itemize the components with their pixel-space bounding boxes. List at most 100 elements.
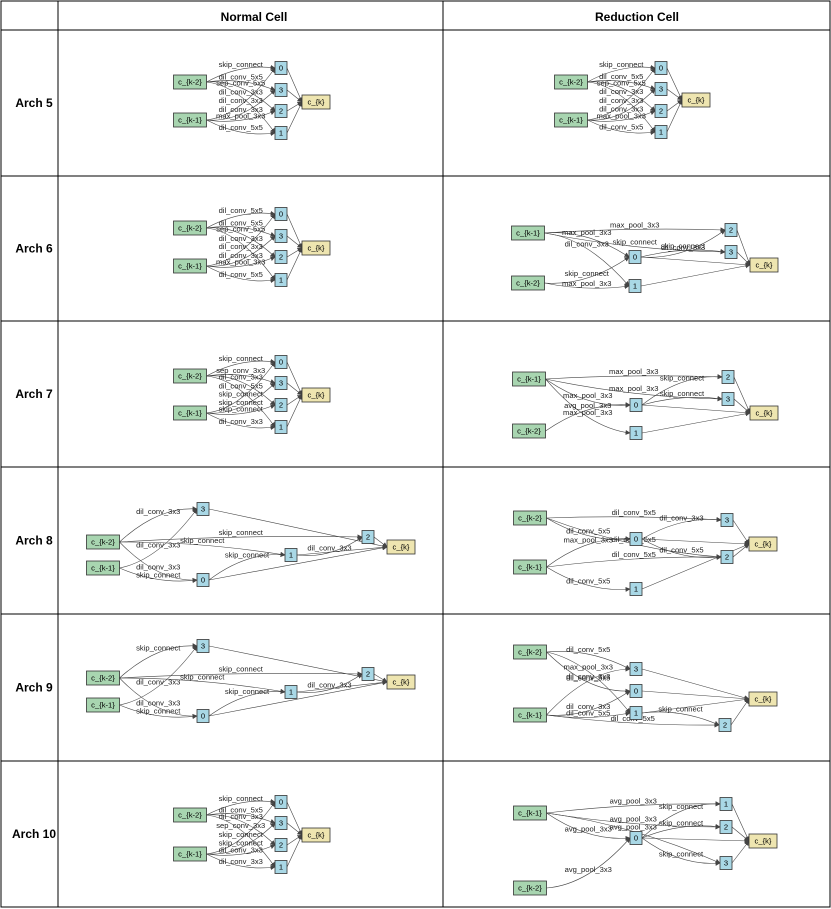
edge-2-to-ck xyxy=(286,834,303,846)
node-0: 0 xyxy=(196,709,210,723)
edge-label: skip_connect xyxy=(565,269,610,278)
node-1: 1 xyxy=(629,706,643,720)
edge-label: max_pool_3x3 xyxy=(562,279,611,288)
edge-label: skip_connect xyxy=(659,802,704,811)
edge-label: dil_conv_5x5 xyxy=(599,72,643,81)
edge-ck-1-to-0 xyxy=(545,378,631,408)
reduction-cell-header: Reduction Cell xyxy=(595,10,679,24)
edge-ck-1-to-0 xyxy=(206,361,276,414)
node-1: 1 xyxy=(654,125,668,139)
svg-text:3: 3 xyxy=(201,505,205,514)
node-2: 2 xyxy=(274,838,288,852)
edge-label: max_pool_3x3 xyxy=(609,384,658,393)
edge-label: skip_connect xyxy=(661,242,706,251)
edge-0-to-ck xyxy=(641,690,750,702)
svg-text:c_{k}: c_{k} xyxy=(688,96,705,105)
edge-0-to-ck xyxy=(641,538,750,547)
node-0: 0 xyxy=(629,831,643,845)
svg-text:0: 0 xyxy=(201,712,205,721)
edge-ck-1-to-3 xyxy=(206,822,276,855)
edge-label: sep_conv_5x5 xyxy=(597,79,646,88)
edge-label: dil_conv_5x5 xyxy=(219,270,263,279)
edge-label: dil_conv_3x3 xyxy=(219,234,263,243)
edge-label: max_pool_3x3 xyxy=(597,111,646,120)
node-1: 1 xyxy=(274,126,288,140)
node-ck: c_{k} xyxy=(681,92,711,108)
edge-label: skip_connect xyxy=(136,644,181,653)
row-label-arch-9: Arch 9 xyxy=(15,681,53,695)
node-ck-1: c_{k-1} xyxy=(513,707,547,723)
node-2: 2 xyxy=(274,250,288,264)
edge-label: skip_connect xyxy=(659,818,704,827)
svg-text:1: 1 xyxy=(289,551,293,560)
node-1: 1 xyxy=(274,860,288,874)
edge-0-to-1 xyxy=(208,689,286,717)
node-ck-2: c_{k-2} xyxy=(512,423,546,439)
edge-ck-1-to-1 xyxy=(206,265,276,284)
edge-ck-2-to-0 xyxy=(206,358,276,377)
edge-label: dil_conv_5x5 xyxy=(219,218,263,227)
svg-text:1: 1 xyxy=(634,709,638,718)
node-ck-2: c_{k-2} xyxy=(86,534,120,550)
node-3: 3 xyxy=(629,662,643,676)
edge-0-to-1 xyxy=(641,801,721,839)
node-0: 0 xyxy=(654,61,668,75)
edge-label: dil_conv_5x5 xyxy=(219,72,263,81)
node-2: 2 xyxy=(361,667,375,681)
edge-label: avg_pool_3x3 xyxy=(564,401,611,410)
edge-label: skip_connect xyxy=(136,707,181,716)
svg-text:1: 1 xyxy=(279,129,283,138)
edge-0-to-ck xyxy=(666,67,683,101)
edge-3-to-ck xyxy=(733,398,751,414)
edge-label: dil_conv_3x3 xyxy=(219,96,263,105)
edge-label: dil_conv_3x3 xyxy=(219,812,263,821)
edge-label: max_pool_3x3 xyxy=(563,391,612,400)
edge-3-to-ck xyxy=(286,382,303,396)
edge-ck-1-to-0 xyxy=(587,67,656,121)
svg-text:c_{k-2}: c_{k-2} xyxy=(178,811,202,820)
edge-ck-1-to-3 xyxy=(206,89,276,121)
svg-text:c_{k-1}: c_{k-1} xyxy=(518,563,542,572)
edge-label: dil_conv_3x3 xyxy=(661,243,705,252)
edge-label: dil_conv_5x5 xyxy=(566,645,610,654)
node-ck: c_{k} xyxy=(748,536,778,552)
edge-label: skip_connect xyxy=(613,238,658,247)
node-3: 3 xyxy=(274,376,288,390)
edge-2-to-ck xyxy=(666,99,683,112)
normal-cell-header: Normal Cell xyxy=(221,10,288,24)
edge-label: avg_pool_3x3 xyxy=(610,822,657,831)
edge-0-to-3 xyxy=(641,395,723,406)
arch-6-reduction-cell: max_pool_3x3skip_connectmax_pool_3x3dil_… xyxy=(511,220,779,293)
svg-text:c_{k-1}: c_{k-1} xyxy=(178,850,202,859)
svg-text:1: 1 xyxy=(279,423,283,432)
edge-ck-1-to-0 xyxy=(546,536,631,568)
edge-0-to-3 xyxy=(641,837,721,866)
node-ck: c_{k} xyxy=(749,405,779,421)
edge-ck-2-to-0 xyxy=(206,798,276,816)
edge-label: dil_conv_3x3 xyxy=(219,105,263,114)
edge-3-to-ck xyxy=(286,822,303,836)
edge-ck-1-to-1 xyxy=(545,378,631,435)
svg-text:3: 3 xyxy=(279,232,283,241)
edge-2-to-ck xyxy=(736,229,751,266)
edge-ck-2-to-3 xyxy=(206,813,276,824)
node-ck: c_{k} xyxy=(301,94,331,110)
node-1: 1 xyxy=(628,279,642,293)
svg-text:c_{k-2}: c_{k-2} xyxy=(517,427,541,436)
edge-ck-2-to-0 xyxy=(206,64,276,83)
svg-text:c_{k}: c_{k} xyxy=(308,98,325,107)
svg-text:2: 2 xyxy=(723,721,727,730)
edge-ck-1-to-0 xyxy=(544,232,630,258)
svg-text:c_{k-2}: c_{k-2} xyxy=(516,279,540,288)
node-ck-2: c_{k-2} xyxy=(173,74,207,90)
node-2: 2 xyxy=(274,398,288,412)
node-ck-2: c_{k-2} xyxy=(86,670,120,686)
edge-0-to-3 xyxy=(641,517,722,540)
edge-label: max_pool_3x3 xyxy=(216,111,265,120)
node-0: 0 xyxy=(274,61,288,75)
edge-label: skip_connect xyxy=(219,528,264,537)
edge-ck-1-to-1 xyxy=(206,119,276,137)
node-2: 2 xyxy=(361,530,375,544)
edge-ck-1-to-0 xyxy=(119,567,198,584)
